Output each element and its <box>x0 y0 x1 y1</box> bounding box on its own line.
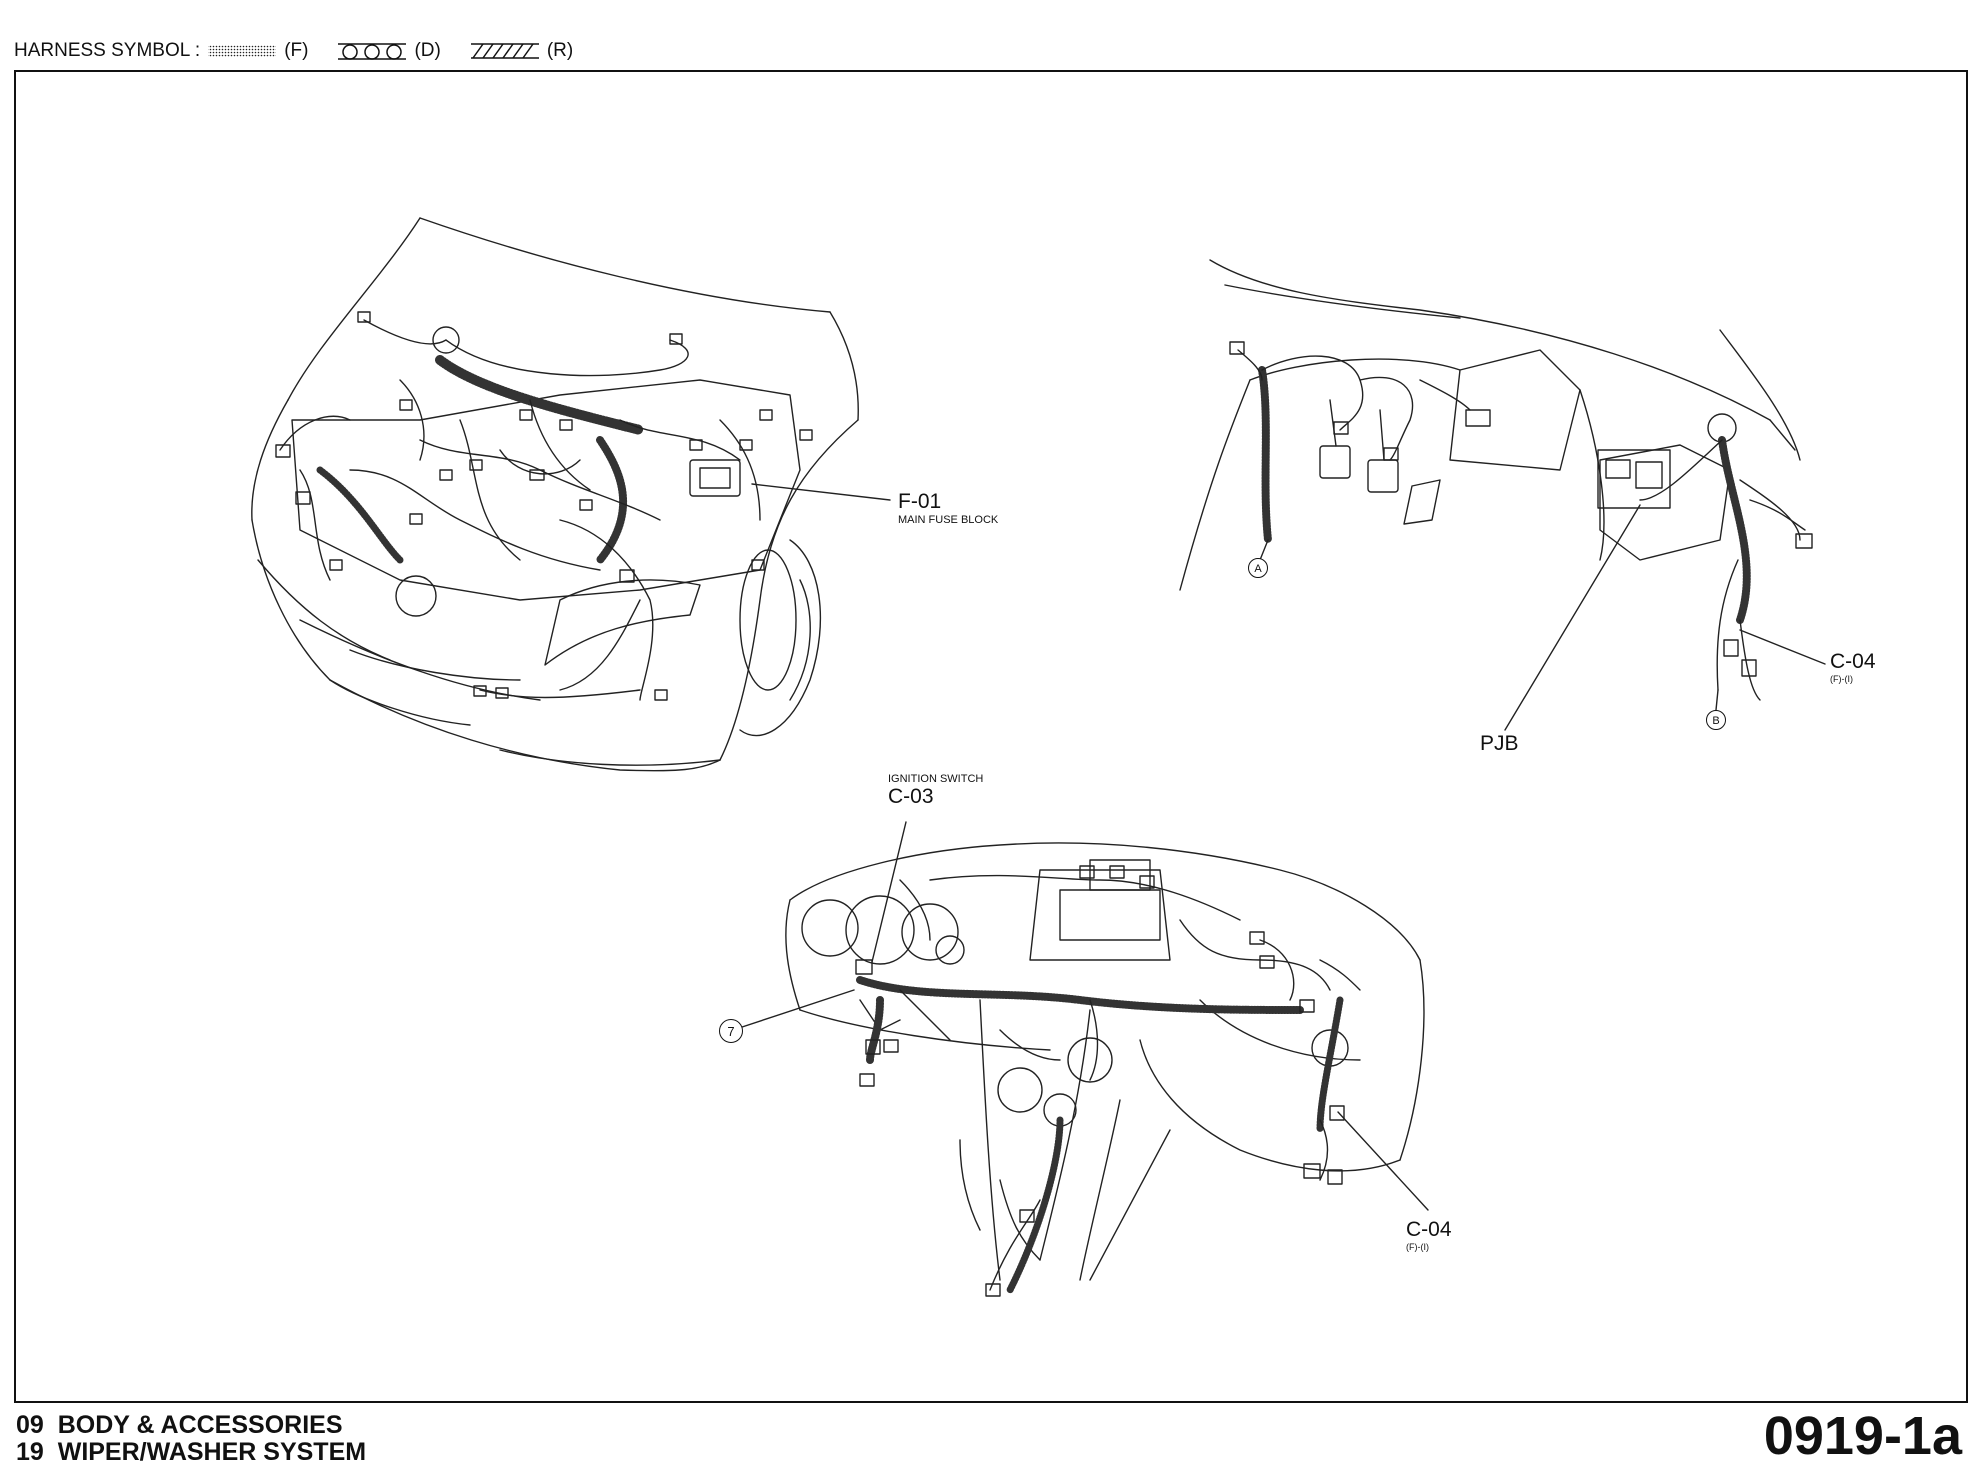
c04-dash-code: C-04 <box>1406 1218 1452 1241</box>
dotted-harness-symbol <box>208 45 277 57</box>
circles-harness-symbol <box>338 43 407 60</box>
pjb-label: PJB <box>1480 732 1519 755</box>
marker-7: 7 <box>719 1019 743 1043</box>
legend-label: HARNESS SYMBOL : <box>14 40 201 61</box>
c04-right-code: C-04 <box>1830 650 1876 673</box>
c04-right-sub: (F)-(I) <box>1830 674 1853 684</box>
f01-code: F-01 <box>898 490 942 513</box>
c03-name: IGNITION SWITCH <box>888 773 984 785</box>
marker-a: A <box>1248 558 1268 578</box>
c04-dash-sub: (F)-(I) <box>1406 1242 1429 1252</box>
c04-right-callout: C-04 (F)-(I) <box>1830 650 1876 684</box>
f01-name: MAIN FUSE BLOCK <box>898 514 999 526</box>
footer-section: 09 BODY & ACCESSORIES 19 WIPER/WASHER SY… <box>16 1412 366 1466</box>
hatched-harness-symbol <box>470 43 539 59</box>
driver-footwell-view <box>1179 259 1826 731</box>
marker-b: B <box>1706 710 1726 730</box>
legend-code-f: (F) <box>284 40 309 61</box>
footer-line-2-text: WIPER/WASHER SYSTEM <box>57 1438 367 1466</box>
footer-line-2: 19 WIPER/WASHER SYSTEM <box>16 1439 366 1466</box>
footer-line-2-num: 19 <box>16 1438 44 1466</box>
f01-callout: F-01 MAIN FUSE BLOCK <box>898 490 998 526</box>
footer-line-1-num: 09 <box>16 1411 44 1439</box>
legend-code-r: (R) <box>546 40 574 61</box>
footer-line-1-text: BODY & ACCESSORIES <box>57 1411 343 1439</box>
dashboard-view <box>732 821 1429 1297</box>
harness-symbol-legend: HARNESS SYMBOL : (F) (D) (R) <box>14 40 595 62</box>
c04-dash-callout: C-04 (F)-(I) <box>1406 1218 1452 1252</box>
c03-callout: IGNITION SWITCH C-03 <box>888 773 983 809</box>
c03-code: C-03 <box>888 785 934 808</box>
footer-line-1: 09 BODY & ACCESSORIES <box>16 1412 366 1439</box>
legend-code-d: (D) <box>414 40 441 61</box>
page-code: 0919-1a <box>1763 1406 1962 1466</box>
diagram-frame <box>14 70 1968 1403</box>
engine-bay-view <box>251 217 891 772</box>
